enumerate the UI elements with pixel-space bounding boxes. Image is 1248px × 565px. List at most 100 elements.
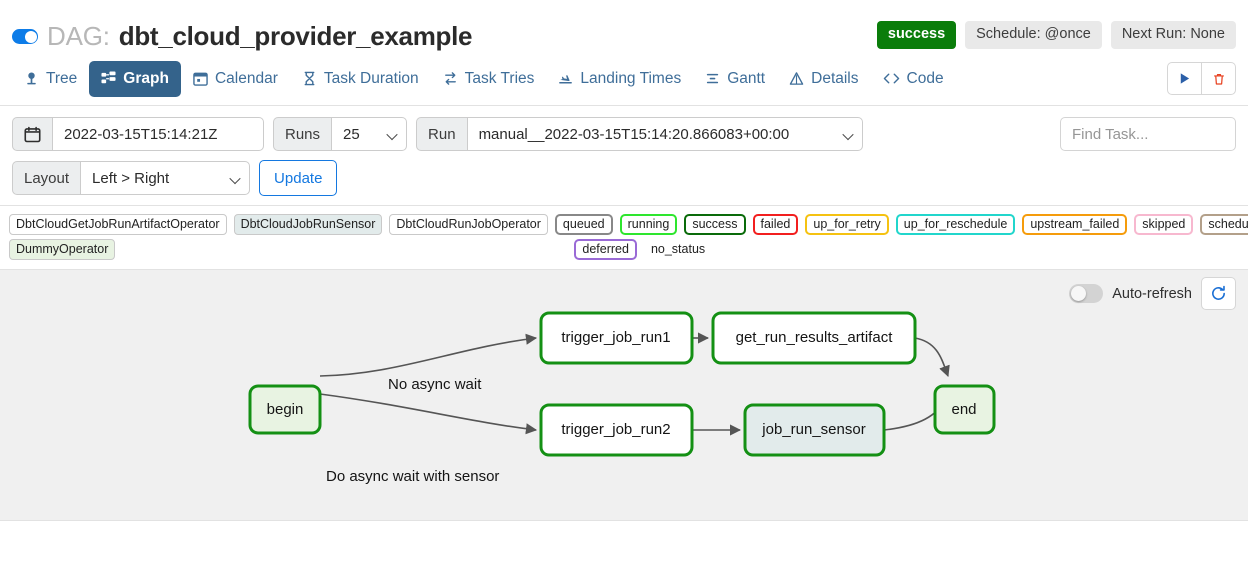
state-legend-failed: failed <box>752 214 799 235</box>
tab-tree[interactable]: Tree <box>12 61 89 97</box>
run-group: Run manual__2022-03-15T15:14:20.866083+0… <box>416 117 863 151</box>
edge-label-no-async-wait: No async wait <box>388 376 482 393</box>
graph-node-trigger-job-run2[interactable]: trigger_job_run2 <box>539 403 694 457</box>
legend-row-2: DummyOperator deferred no_status <box>9 239 1239 260</box>
filter-row-bottom: Layout Left > Right Update <box>12 160 1236 196</box>
play-icon <box>1180 73 1190 84</box>
base-date-input[interactable]: 2022-03-15T15:14:21Z <box>52 117 264 151</box>
trash-icon <box>1213 73 1224 85</box>
tab-label: Calendar <box>214 69 278 87</box>
graph-node-end[interactable]: end <box>933 384 996 435</box>
tab-details[interactable]: Details <box>777 61 870 97</box>
state-legend-skipped: skipped <box>1134 214 1194 235</box>
edge-artifact-to-end <box>914 337 950 378</box>
search-input[interactable]: Find Task... <box>1060 117 1236 151</box>
dag-pause-toggle[interactable] <box>12 29 38 44</box>
filter-bar: 2022-03-15T15:14:21Z Runs 25 Run manual_… <box>0 106 1248 206</box>
tab-task-duration[interactable]: Task Duration <box>290 61 431 97</box>
node-label: trigger_job_run1 <box>561 329 670 346</box>
tab-gantt[interactable]: Gantt <box>693 61 777 97</box>
graph-node-get-run-results-artifact[interactable]: get_run_results_artifact <box>711 311 917 365</box>
state-legend-running: running <box>619 214 678 235</box>
tab-label: Landing Times <box>580 69 682 87</box>
edge-begin-to-trigger2 <box>319 393 538 435</box>
filter-row-top: 2022-03-15T15:14:21Z Runs 25 Run manual_… <box>12 117 1236 151</box>
tab-landing-times[interactable]: Landing Times <box>546 61 693 97</box>
run-select[interactable]: manual__2022-03-15T15:14:20.866083+00:00 <box>466 117 863 151</box>
layout-label: Layout <box>12 161 81 195</box>
tree-icon <box>24 71 39 86</box>
refresh-icon <box>1212 285 1225 300</box>
layout-group: Layout Left > Right <box>12 161 251 195</box>
node-label: begin <box>267 401 304 418</box>
base-date-group: 2022-03-15T15:14:21Z <box>12 117 264 151</box>
dag-action-buttons <box>1167 62 1236 95</box>
retry-icon <box>443 71 458 86</box>
tab-graph[interactable]: Graph <box>89 60 181 97</box>
status-badge: success <box>876 21 957 49</box>
calendar-icon[interactable] <box>12 117 52 151</box>
header-badges: success Schedule: @once Next Run: None <box>876 21 1236 49</box>
landing-icon <box>558 71 573 86</box>
auto-refresh-label: Auto-refresh <box>1112 285 1192 302</box>
layout-select[interactable]: Left > Right <box>80 161 251 195</box>
dag-graph[interactable]: No async wait Do async wait with sensor … <box>0 270 1248 520</box>
graph-toolbar: Auto-refresh <box>1069 277 1236 310</box>
operator-legend-item: DbtCloudJobRunSensor <box>233 214 383 235</box>
node-label: job_run_sensor <box>761 421 865 438</box>
code-icon <box>883 71 900 86</box>
edge-label-async-wait-sensor: Do async wait with sensor <box>326 468 499 485</box>
edge-begin-to-trigger1 <box>319 333 538 377</box>
graph-icon <box>101 71 116 86</box>
tab-label: Code <box>906 69 944 87</box>
tab-task-tries[interactable]: Task Tries <box>431 61 547 97</box>
tab-label: Gantt <box>727 69 766 87</box>
state-legend-up-for-retry: up_for_retry <box>805 214 889 235</box>
next-run-badge: Next Run: None <box>1110 21 1236 49</box>
auto-refresh-toggle[interactable] <box>1069 284 1104 303</box>
state-legend-scheduled: scheduled <box>1200 214 1248 235</box>
node-label: end <box>951 401 976 418</box>
state-legend-up-for-reschedule: up_for_reschedule <box>895 214 1016 235</box>
dag-header: DAG: dbt_cloud_provider_example success … <box>0 0 1248 52</box>
state-legend-queued: queued <box>554 214 613 235</box>
graph-node-job-run-sensor[interactable]: job_run_sensor <box>743 403 886 457</box>
dag-prefix-label: DAG: <box>47 21 110 51</box>
tab-label: Tree <box>46 69 78 87</box>
legend-row-1: DbtCloudGetJobRunArtifactOperator DbtClo… <box>9 214 1248 235</box>
state-legend-no-status: no_status <box>650 242 706 256</box>
tab-code[interactable]: Code <box>871 61 956 97</box>
node-label: get_run_results_artifact <box>736 329 894 346</box>
legend: DbtCloudGetJobRunArtifactOperator DbtClo… <box>0 206 1248 270</box>
runs-label: Runs <box>273 117 332 151</box>
run-label: Run <box>416 117 467 151</box>
update-button[interactable]: Update <box>259 160 338 196</box>
tab-label: Details <box>811 69 859 87</box>
tab-label: Graph <box>123 69 169 87</box>
node-label: trigger_job_run2 <box>561 421 670 438</box>
tab-calendar[interactable]: Calendar <box>181 61 290 97</box>
state-legend-success: success <box>684 214 746 235</box>
operator-legend-item: DummyOperator <box>9 239 116 260</box>
graph-node-trigger-job-run1[interactable]: trigger_job_run1 <box>539 311 694 365</box>
view-tabbar: Tree Graph Calendar Task Duration Task T… <box>0 52 1248 106</box>
num-runs-group: Runs 25 <box>273 117 408 151</box>
state-legend-upstream-failed: upstream_failed <box>1022 214 1128 235</box>
calendar-icon <box>193 71 208 86</box>
graph-node-begin[interactable]: begin <box>248 384 322 435</box>
operator-legend-item: DbtCloudGetJobRunArtifactOperator <box>9 214 227 235</box>
page-title: dbt_cloud_provider_example <box>118 21 473 51</box>
schedule-badge[interactable]: Schedule: @once <box>965 21 1102 49</box>
tab-label: Task Tries <box>464 69 535 87</box>
num-runs-select[interactable]: 25 <box>331 117 408 151</box>
triangle-icon <box>789 71 804 86</box>
tab-label: Task Duration <box>323 69 419 87</box>
trigger-dag-button[interactable] <box>1167 62 1202 95</box>
hourglass-icon <box>302 71 317 86</box>
refresh-button[interactable] <box>1201 277 1236 310</box>
delete-dag-button[interactable] <box>1202 62 1236 95</box>
graph-canvas[interactable]: Auto-refresh No async wait Do async wait… <box>0 270 1248 521</box>
operator-legend-item: DbtCloudRunJobOperator <box>389 214 548 235</box>
state-legend-deferred: deferred <box>574 239 637 260</box>
gantt-icon <box>705 71 720 86</box>
